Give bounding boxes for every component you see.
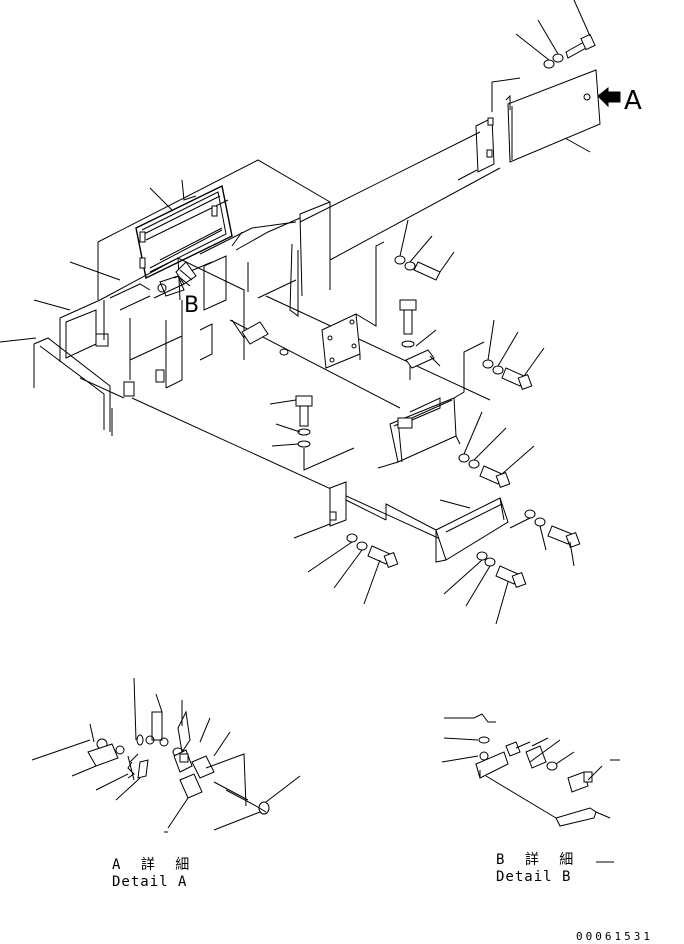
main-frame-assembly — [0, 132, 500, 548]
view-a-label: A — [624, 86, 642, 116]
detail-a-drawing — [32, 678, 300, 830]
lower-bracket-assembly — [294, 482, 580, 624]
detail-b-caption-en: Detail B — [496, 869, 572, 885]
right-bracket-assembly — [378, 320, 544, 487]
drawing-number: 00061531 — [576, 930, 653, 943]
left-center-bolt — [270, 396, 354, 470]
detail-b-drawing — [442, 714, 620, 862]
cover-plate-assembly — [458, 0, 600, 180]
detail-b-caption-jp: B 詳 細 — [496, 852, 580, 868]
view-b-label: B — [184, 293, 200, 318]
detail-a-caption-jp: A 詳 細 — [112, 857, 196, 873]
detail-a-caption-en: Detail A — [112, 874, 188, 890]
view-a-arrow-icon — [598, 88, 620, 106]
center-plate-assembly — [322, 220, 454, 380]
